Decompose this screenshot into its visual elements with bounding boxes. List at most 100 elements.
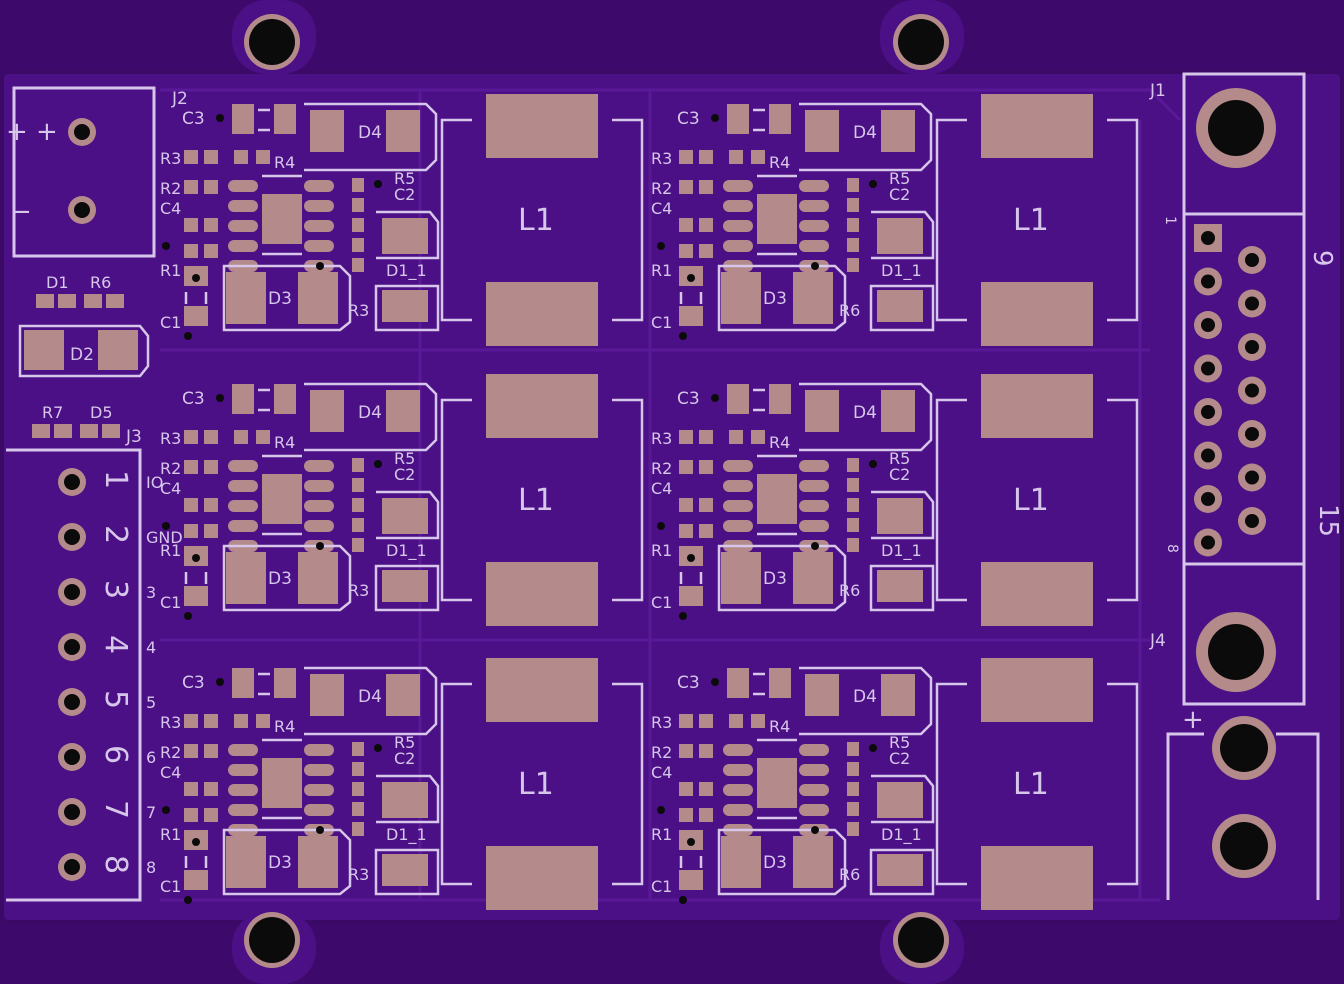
j3-pin-drill xyxy=(64,584,80,600)
smd-pad xyxy=(184,744,198,758)
r1-label: R1 xyxy=(160,825,181,844)
smd-pad xyxy=(204,782,218,796)
r1-label: R1 xyxy=(651,825,672,844)
c4-label: C4 xyxy=(651,479,672,498)
r2-label: R2 xyxy=(160,179,181,198)
smd-pad xyxy=(204,808,218,822)
smd-pad xyxy=(386,674,420,716)
smd-pad xyxy=(805,674,839,716)
ic-pad xyxy=(723,784,753,796)
r3-label: R3 xyxy=(160,149,181,168)
d3-label: D3 xyxy=(763,289,787,309)
via xyxy=(316,262,324,270)
r6-label: R6 xyxy=(90,273,111,292)
smd-pad xyxy=(386,390,420,432)
d4-label: D4 xyxy=(853,687,877,707)
smd-pad xyxy=(847,538,859,552)
ic-pad xyxy=(799,520,829,532)
smd-pad xyxy=(847,782,859,796)
inductor-pad xyxy=(981,282,1093,346)
ic-pad xyxy=(228,240,258,252)
smd-pad xyxy=(699,808,713,822)
smd-pad xyxy=(184,244,198,258)
smd-pad xyxy=(877,782,923,818)
smd-pad xyxy=(847,822,859,836)
channel-grid: C3R3R2C4R1C1R4D4R5C2D1_1D3R3L1C3R3R2C4R1… xyxy=(160,94,1139,910)
silk-outline xyxy=(871,774,935,824)
smd-pad xyxy=(204,150,218,164)
d1-1-label: D1_1 xyxy=(881,541,922,561)
smd-pad xyxy=(184,524,198,538)
ic-pad xyxy=(228,180,258,192)
silk-outline xyxy=(304,102,438,172)
ic-thermal-pad xyxy=(757,758,797,808)
inductor-pad xyxy=(981,94,1093,158)
ic-pad xyxy=(723,460,753,472)
ic-thermal-pad xyxy=(757,474,797,524)
via xyxy=(316,826,324,834)
r6-label: R6 xyxy=(839,581,860,600)
ic-pad xyxy=(799,804,829,816)
smd-pad xyxy=(298,272,338,324)
j3-pin-number: 4 xyxy=(98,635,133,654)
l1-label: L1 xyxy=(518,767,554,802)
ic-pad xyxy=(723,744,753,756)
smd-pad xyxy=(382,498,428,534)
ic-pad xyxy=(228,784,258,796)
silk-outline xyxy=(184,856,208,868)
j3-pin-drill xyxy=(64,749,80,765)
smd-pad xyxy=(847,802,859,816)
smd-pad xyxy=(805,110,839,152)
smd-pad xyxy=(352,782,364,796)
smd-pad xyxy=(352,762,364,776)
silk-outline xyxy=(262,738,302,820)
smd-pad xyxy=(847,238,859,252)
silk-outline xyxy=(679,856,703,868)
inductor-pad xyxy=(486,374,598,438)
c2-label: C2 xyxy=(394,465,415,484)
ic-pad xyxy=(723,480,753,492)
smd-pad xyxy=(699,218,713,232)
ic-thermal-pad xyxy=(262,758,302,808)
silk-outline xyxy=(757,738,797,820)
smd-pad xyxy=(727,104,749,134)
via xyxy=(657,806,665,814)
smd-pad xyxy=(256,714,270,728)
ic-thermal-pad xyxy=(757,194,797,244)
via xyxy=(216,678,224,686)
smd-pad xyxy=(847,478,859,492)
smd-pad xyxy=(699,498,713,512)
smd-pad xyxy=(679,150,693,164)
via xyxy=(162,242,170,250)
smd-pad xyxy=(352,742,364,756)
smd-pad xyxy=(847,218,859,232)
smd-pad xyxy=(751,150,765,164)
via xyxy=(192,838,200,846)
smd-pad xyxy=(386,110,420,152)
c3-label: C3 xyxy=(182,109,205,129)
smd-pad xyxy=(352,802,364,816)
ic-pad xyxy=(723,804,753,816)
ic-pad xyxy=(304,200,334,212)
smd-pad xyxy=(679,744,693,758)
smd-pad xyxy=(204,498,218,512)
silk-outline xyxy=(869,564,935,612)
ic-thermal-pad xyxy=(262,474,302,524)
db-pin-drill xyxy=(1201,361,1215,376)
smd-pad xyxy=(352,258,364,272)
j3-side-label: 5 xyxy=(146,693,156,712)
j2-label: J2 xyxy=(171,89,188,109)
smd-pad xyxy=(679,782,693,796)
db-pin-drill xyxy=(1201,535,1215,550)
smd-pad xyxy=(352,478,364,492)
r4-label: R4 xyxy=(769,717,790,736)
inductor-pad xyxy=(981,562,1093,626)
smd-pad xyxy=(729,150,743,164)
db-pin-drill xyxy=(1201,318,1215,332)
j3-pin-drill xyxy=(64,694,80,710)
silk-outline xyxy=(376,774,440,824)
smd-pad xyxy=(679,218,693,232)
ic-pad xyxy=(723,500,753,512)
